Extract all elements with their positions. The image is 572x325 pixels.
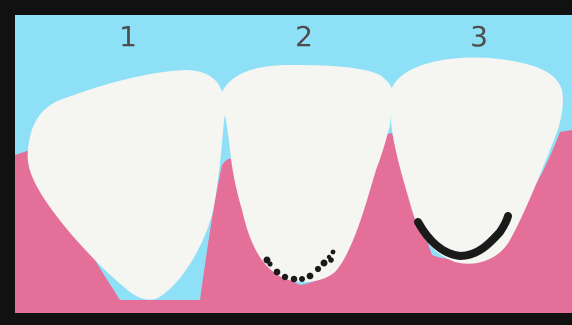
tartar-dot (274, 269, 281, 276)
tartar-dot (267, 261, 272, 266)
tartar-dot (307, 273, 314, 280)
tooth-2-label: 2 (295, 20, 313, 53)
tartar-dot (291, 276, 298, 283)
tooth-1-label: 1 (119, 20, 137, 53)
tooth-3-label: 3 (470, 20, 488, 53)
tartar-dot (282, 274, 288, 280)
tartar-dot (327, 255, 331, 259)
tartar-dot (299, 276, 305, 282)
tartar-dot (331, 250, 336, 255)
tartar-dot (321, 260, 328, 267)
tartar-dot (315, 266, 321, 272)
